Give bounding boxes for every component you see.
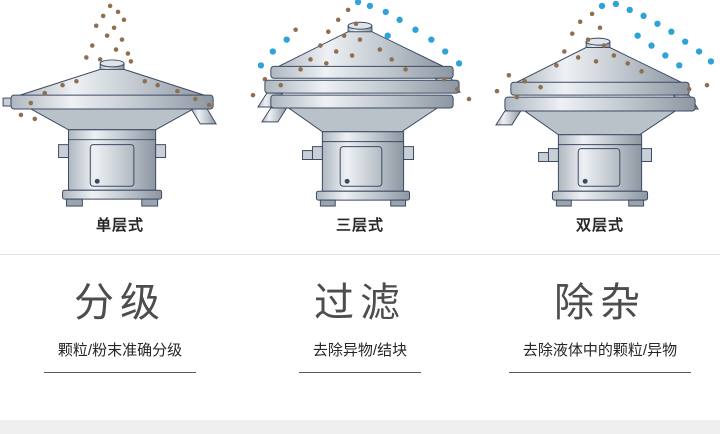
feature-subtitle: 去除异物/结块 — [298, 339, 422, 373]
particles-blue — [257, 0, 463, 69]
column-three-layer: 三层式 — [240, 0, 480, 238]
section-divider — [0, 254, 720, 255]
particles-blue — [598, 0, 715, 69]
machine-type-label-three: 三层式 — [335, 217, 384, 234]
column-single-layer: 单层式 — [0, 0, 240, 238]
machine-illustration-single-layer — [0, 0, 240, 210]
machine-illustrations-row: 单层式 — [0, 0, 720, 238]
feature-subtitle: 颗粒/粉末准确分级 — [43, 339, 197, 373]
feature-descriptions-row: 分级 颗粒/粉末准确分级 过滤 去除异物/结块 除杂 去除液体中的颗粒/异物 — [0, 255, 720, 373]
machine-illustration-double-layer — [480, 0, 720, 210]
feature-subtitle-wrap: 颗粒/粉末准确分级 — [0, 339, 240, 373]
feature-title: 分级 — [74, 281, 166, 325]
double-layer-sieve-drawing — [494, 0, 715, 207]
feature-grading: 分级 颗粒/粉末准确分级 — [0, 281, 240, 373]
feature-subtitle-wrap: 去除异物/结块 — [240, 339, 480, 373]
feature-subtitle-wrap: 去除液体中的颗粒/异物 — [480, 339, 720, 373]
machine-body — [495, 37, 699, 207]
machine-illustration-three-layer — [240, 0, 480, 210]
feature-impurity-removal: 除杂 去除液体中的颗粒/异物 — [480, 281, 720, 373]
particles-brown — [250, 7, 472, 102]
three-layer-sieve-drawing — [250, 0, 472, 207]
single-layer-sieve-drawing — [2, 3, 217, 207]
machine-type-label-single: 单层式 — [95, 217, 144, 234]
machine-body — [2, 59, 217, 207]
particles-brown — [494, 11, 710, 100]
feature-subtitle: 去除液体中的颗粒/异物 — [508, 339, 692, 373]
machine-body — [257, 21, 461, 207]
next-section-edge — [0, 420, 720, 434]
machine-type-label-double: 双层式 — [575, 217, 624, 234]
feature-filtering: 过滤 去除异物/结块 — [240, 281, 480, 373]
feature-title: 过滤 — [314, 281, 406, 325]
feature-title: 除杂 — [554, 281, 646, 325]
particles-brown — [18, 3, 212, 122]
column-double-layer: 双层式 — [480, 0, 720, 238]
